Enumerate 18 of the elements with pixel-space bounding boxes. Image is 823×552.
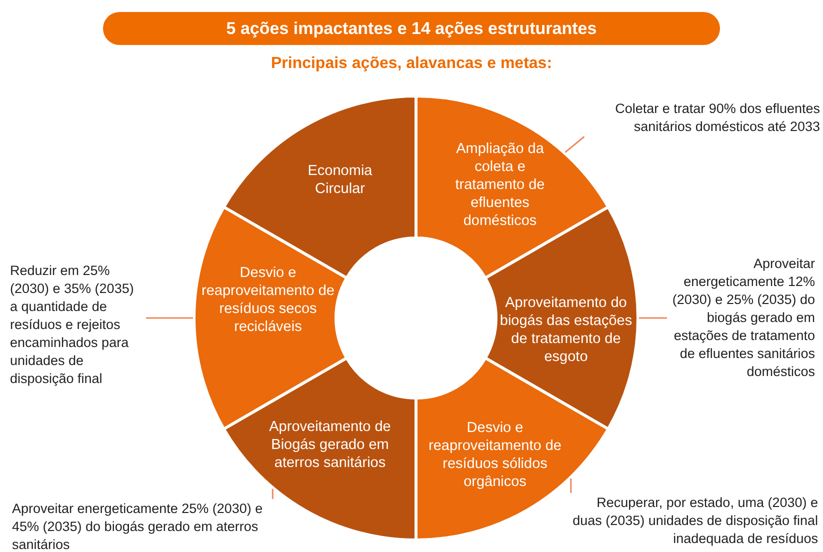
leader-line (570, 478, 572, 493)
annotation-text: Recuperar, por estado, uma (2030) e duas (2035) unidades de disposição final inadequada de resíduos (568, 494, 818, 548)
leader-line (272, 488, 274, 499)
segment-label: Ampliação da coleta e tratamento de efluentes domésticos (454, 140, 546, 230)
leader-line (639, 317, 667, 319)
annotation-text: Reduzir em 25% (2030) e 35% (2035) a quantidade de resíduos e rejeitos encaminhados para unidades de disposição final (10, 262, 145, 388)
leader-line (564, 136, 585, 153)
segment-label: Desvio e reaproveitamento de resíduos secos recicláveis (200, 264, 336, 336)
annotation-text: Aproveitar energeticamente 12% (2030) e 25% (2035) do biogás gerado em estações de tratamento de efluentes sanitários domésticos (668, 255, 815, 381)
segment-label: Desvio e reaproveitamento de resíduos sólidos orgânicos (428, 419, 562, 491)
annotation-text: Coletar e tratar 90% dos efluentes sanitários domésticos até 2033 (585, 100, 820, 136)
subtitle: Principais ações, alavancas e metas: (270, 55, 554, 73)
annotation-text: Aproveitar energeticamente 25% (2030) e 45% (2035) do biogás gerado em aterros sanitários (12, 500, 292, 552)
segment-label: Aproveitamento do biogás das estações de tratamento de esgoto (498, 294, 634, 366)
leader-line (146, 317, 193, 319)
segment-label: Aproveitamento de Biogás gerado em aterros sanitários (268, 418, 392, 472)
segment-label: Economia Circular (306, 162, 374, 198)
title-banner: 5 ações impactantes e 14 ações estruturantes (103, 12, 720, 45)
